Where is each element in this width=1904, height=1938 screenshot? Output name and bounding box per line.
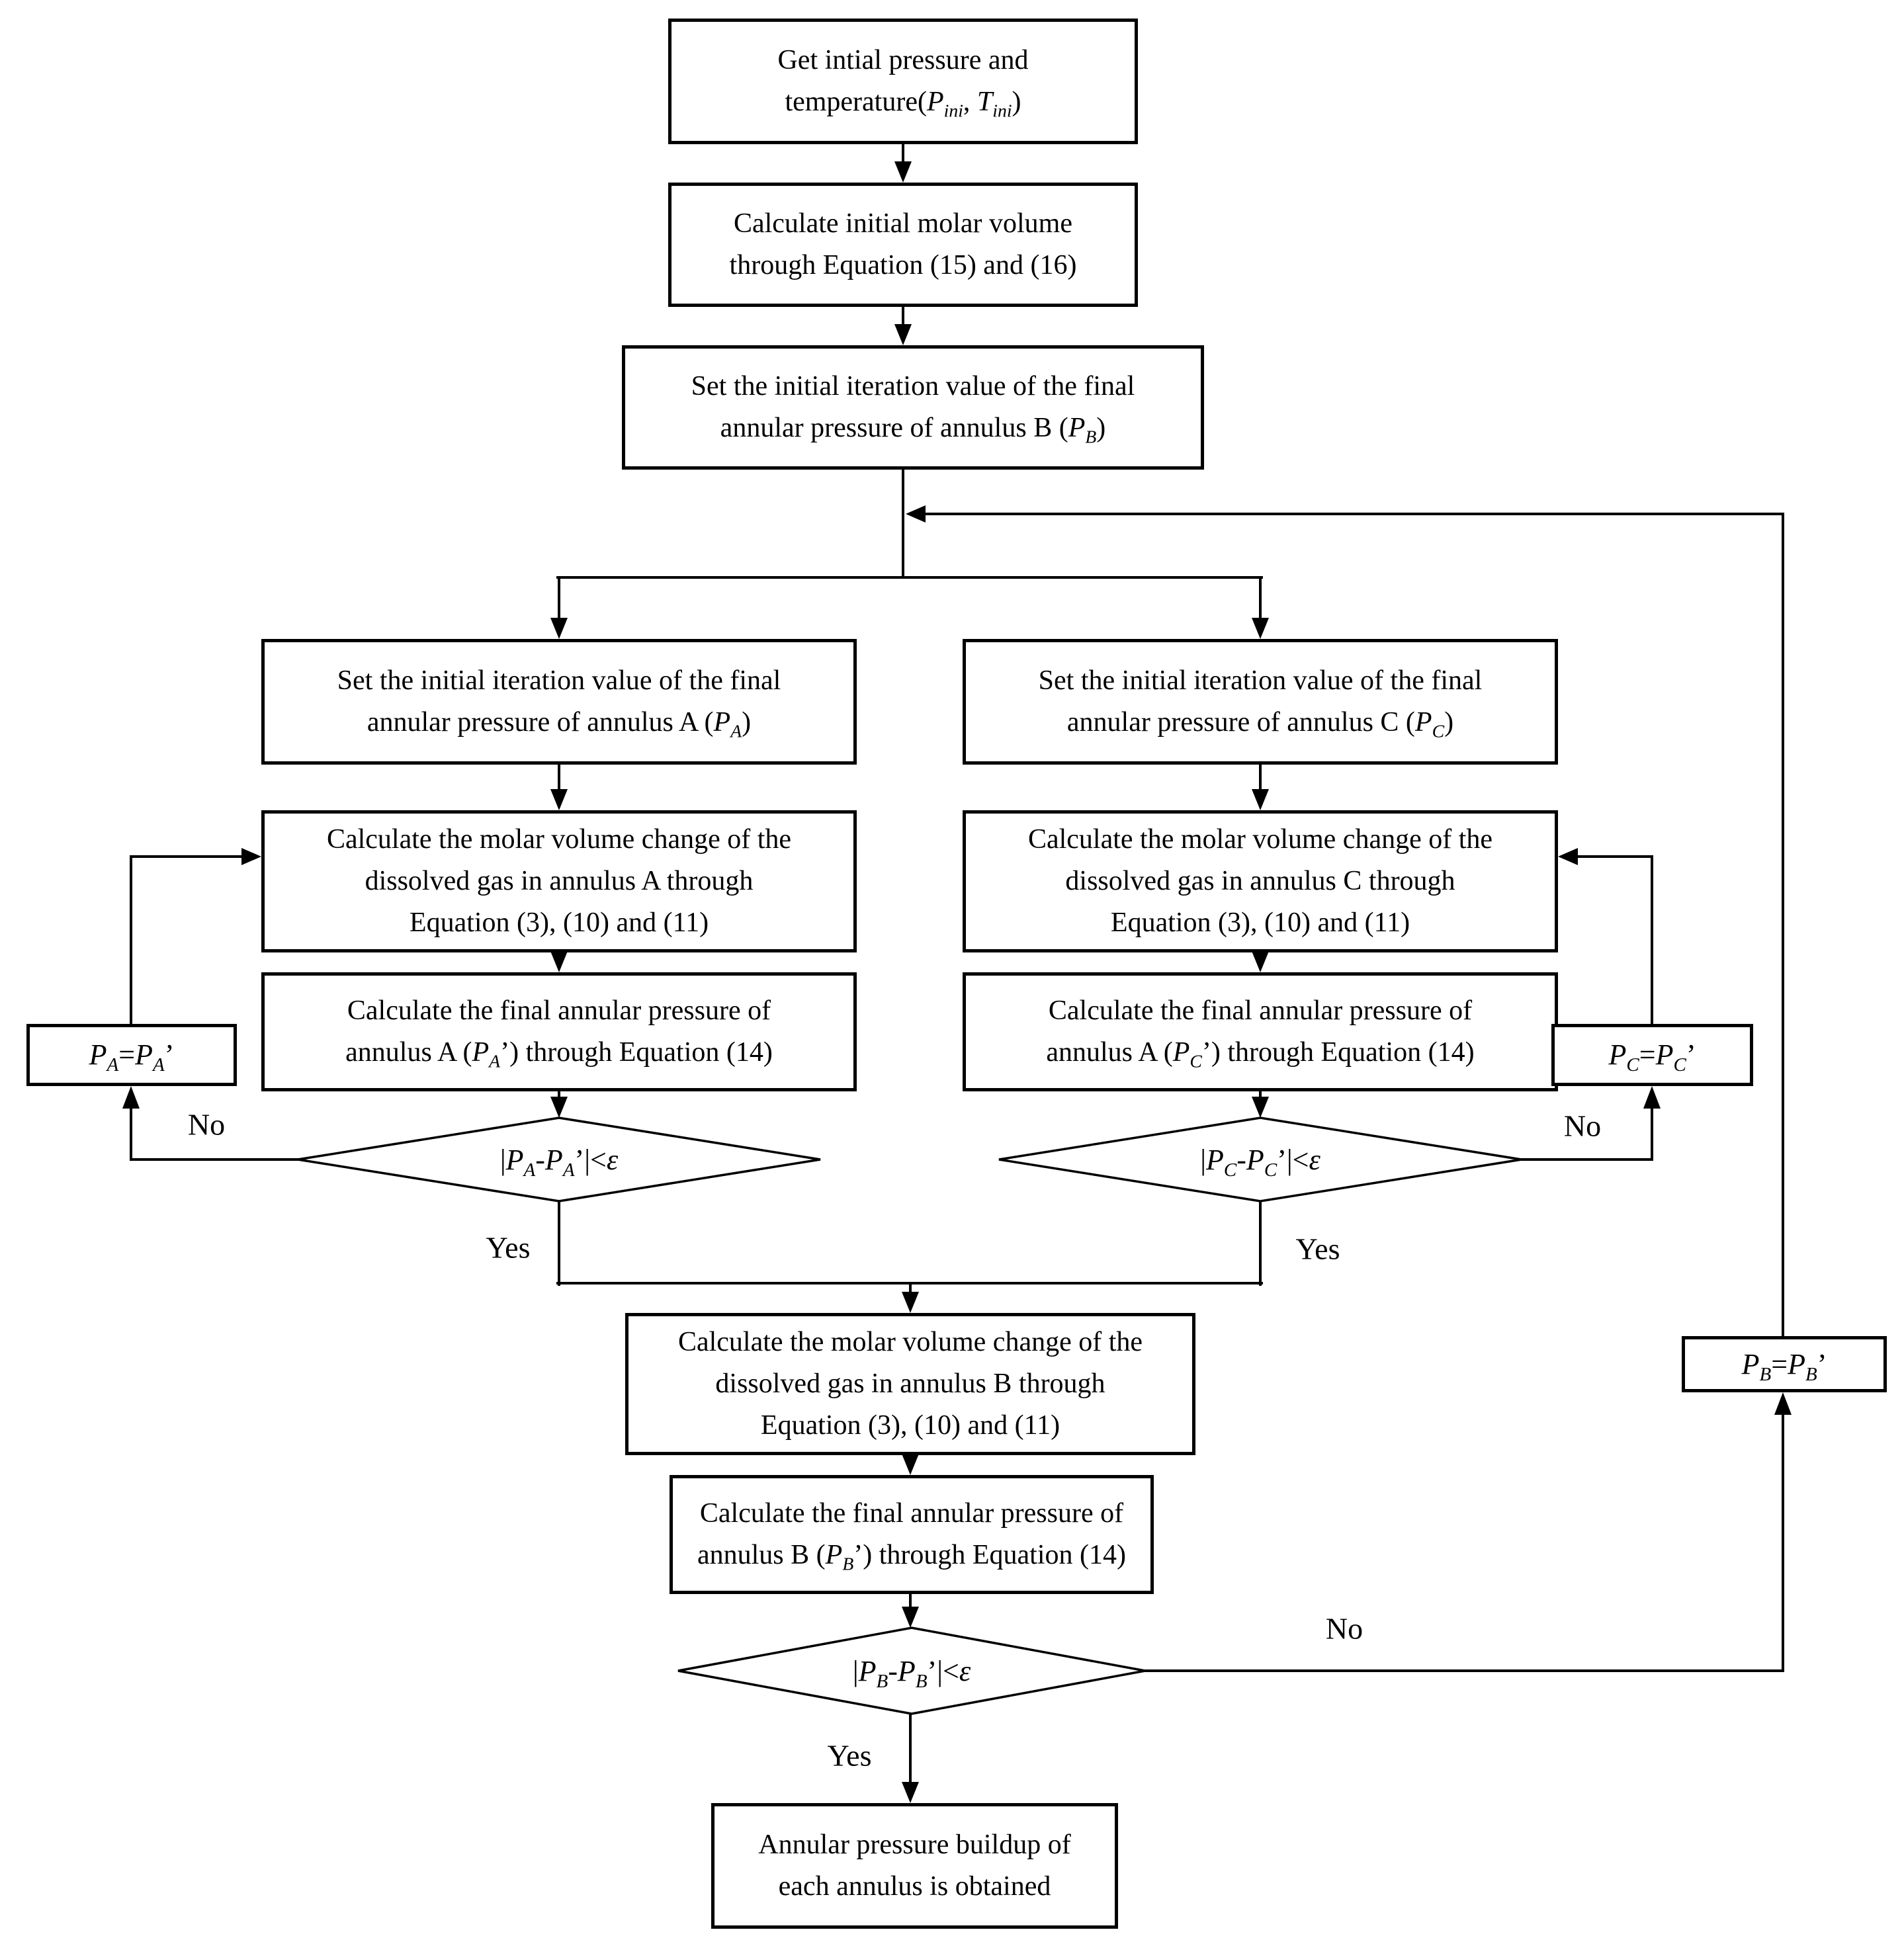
- node-label: PA=PA’: [89, 1038, 175, 1075]
- edge-decision-b-no-to-assign-pb: [1144, 1392, 1792, 1672]
- edge-decision-c-no-to-assign-pc: [1520, 1086, 1661, 1161]
- node-assign-pc: PC=PC’: [1551, 1024, 1753, 1086]
- arrowhead: [122, 1086, 140, 1109]
- edge-assign-pa-loop-to-molar-a: [130, 848, 261, 1025]
- node-label: Set the initial iteration value of the f…: [337, 665, 781, 741]
- arrowhead: [241, 848, 261, 865]
- node-label: Set the initial iteration value of the f…: [691, 371, 1135, 447]
- edge-decision-a-no-to-assign-pa: [122, 1086, 299, 1161]
- node-molar-b: Calculate the molar volume change of the…: [625, 1313, 1195, 1455]
- arrowhead: [906, 505, 926, 523]
- edge-decision-b-yes-to-end: [902, 1712, 919, 1803]
- arrowhead: [902, 1454, 919, 1475]
- arrowhead: [1252, 1097, 1269, 1118]
- edge-split-to-set-pa: [550, 576, 568, 639]
- label-decision-b-yes: Yes: [827, 1738, 872, 1773]
- arrowhead: [550, 1097, 568, 1118]
- node-molar-a: Calculate the molar volume change of the…: [261, 810, 857, 952]
- edge-final-b-to-decision-b: [902, 1593, 919, 1628]
- label-decision-a-yes: Yes: [486, 1230, 531, 1265]
- arrowhead: [902, 1782, 919, 1803]
- edge-molar-c-to-final-c: [1252, 951, 1269, 972]
- node-label: Set the initial iteration value of the f…: [1038, 665, 1483, 741]
- arrowhead: [1252, 789, 1269, 810]
- decision-a-shape: [297, 1116, 821, 1202]
- edge-pb-loop-join: [906, 505, 1784, 523]
- arrowhead: [550, 618, 568, 639]
- edge-init-molar-to-set-pb: [894, 306, 912, 345]
- edge-molar-a-to-final-a: [550, 951, 568, 972]
- arrowhead: [894, 161, 912, 183]
- node-label: Calculate the molar volume change of the…: [677, 1327, 1143, 1441]
- label-decision-a-no: No: [187, 1107, 226, 1142]
- arrowhead: [1643, 1086, 1661, 1109]
- decision-b-text: |PB-PB’|<ε: [852, 1654, 971, 1692]
- node-assign-pa: PA=PA’: [26, 1024, 237, 1086]
- edge-final-c-to-decision-c: [1252, 1090, 1269, 1118]
- arrowhead: [1252, 951, 1269, 972]
- arrowhead: [550, 789, 568, 810]
- node-set-pb: Set the initial iteration value of the f…: [622, 345, 1204, 470]
- arrowhead: [1252, 618, 1269, 639]
- label-decision-b-no: No: [1325, 1611, 1363, 1646]
- edge-split-to-set-pc: [1252, 576, 1269, 639]
- edge-merge-to-molar-b: [902, 1282, 919, 1313]
- node-assign-pb: PB=PB’: [1682, 1336, 1887, 1392]
- arrowhead: [1774, 1392, 1792, 1415]
- edge-start-to-init-molar: [894, 143, 912, 183]
- arrowhead: [902, 1292, 919, 1313]
- node-label: Calculate the molar volume change of the…: [326, 824, 792, 938]
- arrowhead: [894, 324, 912, 345]
- arrowhead: [550, 951, 568, 972]
- edge-molar-b-to-final-b: [902, 1454, 919, 1475]
- node-label: PC=PC’: [1608, 1038, 1696, 1075]
- decision-a-text: |PA-PA’|<ε: [499, 1143, 619, 1181]
- arrowhead: [1558, 848, 1578, 865]
- label-decision-c-no: No: [1563, 1109, 1602, 1143]
- node-set-pc: Set the initial iteration value of the f…: [963, 639, 1558, 765]
- edge-final-a-to-decision-a: [550, 1090, 568, 1118]
- arrowhead: [902, 1607, 919, 1628]
- edge-set-pc-to-molar-c: [1252, 763, 1269, 810]
- node-label: Calculate the molar volume change of the…: [1027, 824, 1493, 938]
- label-decision-c-yes: Yes: [1295, 1232, 1340, 1266]
- decision-b-shape: [677, 1626, 1146, 1715]
- node-label: PB=PB’: [1741, 1347, 1827, 1385]
- edge-assign-pc-loop-to-molar-c: [1558, 848, 1653, 1025]
- decision-c-text: |PC-PC’|<ε: [1200, 1143, 1320, 1181]
- edge-set-pa-to-molar-a: [550, 763, 568, 810]
- node-molar-c: Calculate the molar volume change of the…: [963, 810, 1558, 952]
- decision-c-shape: [998, 1116, 1522, 1202]
- node-set-pa: Set the initial iteration value of the f…: [261, 639, 857, 765]
